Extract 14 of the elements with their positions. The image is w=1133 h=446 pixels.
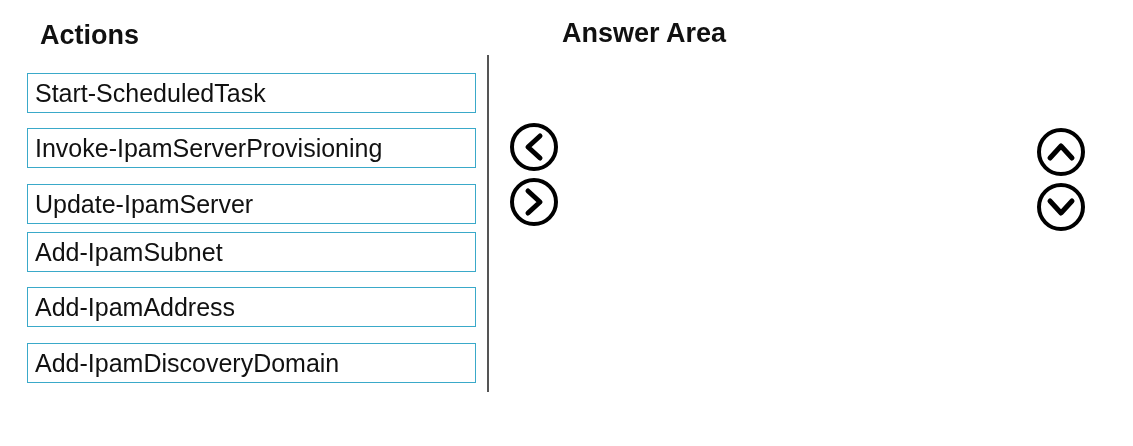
action-item [27,73,476,113]
action-text: Add-IpamAddress [35,292,236,322]
section-heading: Actions [40,20,139,51]
action-text: Add-IpamSubnet [35,237,223,267]
action-text: Invoke-IpamServerProvisioning [35,133,383,163]
action-item [27,184,476,224]
action-item [27,232,476,272]
action-item [27,287,476,327]
action-item [27,128,476,168]
action-text: Update-IpamServer [35,189,254,219]
action-text: Add-IpamDiscoveryDomain [35,348,340,378]
action-text: Start-ScheduledTask [35,78,266,108]
section-heading: Answer Area [562,18,727,49]
action-item [27,343,476,383]
